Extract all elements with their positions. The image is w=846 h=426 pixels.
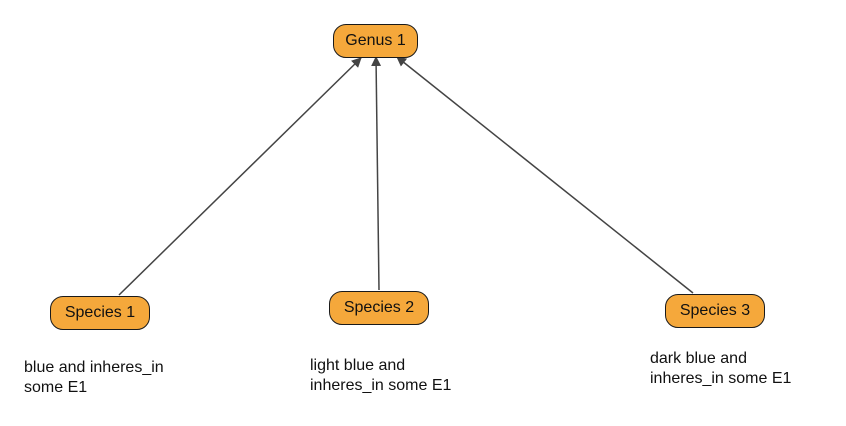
- node-genus-1[interactable]: Genus 1: [333, 24, 418, 58]
- species-3-description-line-2: inheres_in some E1: [650, 370, 792, 387]
- edge-species3-to-genus: [396, 56, 694, 294]
- species-1-description-line-1: blue and inheres_in: [24, 359, 164, 376]
- species-2-description-line-1: light blue and: [310, 357, 406, 374]
- species-2-description: light blue and inheres_in some E1: [310, 356, 510, 396]
- species-1-description: blue and inheres_in some E1: [24, 358, 224, 398]
- node-species-2[interactable]: Species 2: [329, 291, 429, 325]
- species-2-description-line-2: inheres_in some E1: [310, 377, 452, 394]
- edge-species1-to-genus: [118, 57, 362, 296]
- species-3-description-line-1: dark blue and: [650, 350, 747, 367]
- node-species-3[interactable]: Species 3: [665, 294, 765, 328]
- edge-species2-to-genus: [371, 56, 382, 291]
- species-3-description: dark blue and inheres_in some E1: [650, 349, 840, 389]
- species-1-description-line-2: some E1: [24, 379, 88, 396]
- node-species-1[interactable]: Species 1: [50, 296, 150, 330]
